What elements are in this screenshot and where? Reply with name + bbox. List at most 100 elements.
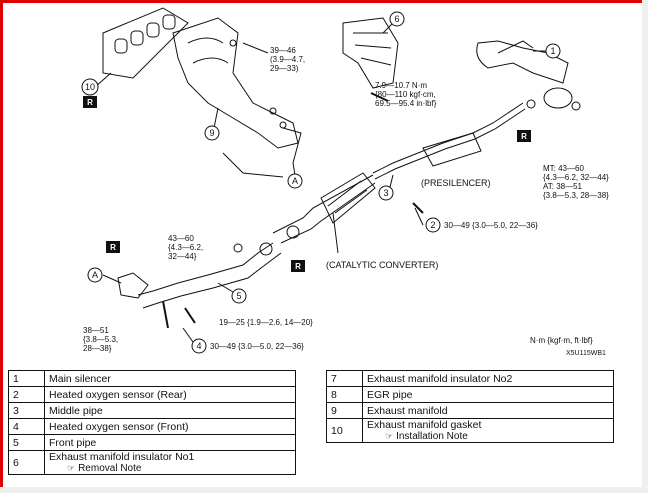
callout-6: 6 [389,11,405,27]
svg-text:2: 2 [430,220,435,230]
procedure-note-link[interactable]: ☞Removal Note [49,463,291,474]
part-name: Middle pipe [44,402,296,419]
part-name-text: Exhaust manifold gasket [367,419,482,431]
figure-code: X5U115WB1 [566,350,606,357]
svg-text:1: 1 [550,46,555,56]
flange-a [117,272,149,299]
svg-text:10: 10 [85,82,95,92]
pointing-hand-icon: ☞ [67,463,76,473]
part-name: Exhaust manifold [362,402,614,419]
part-name-text: Exhaust manifold insulator No1 [49,451,195,463]
torque-line: {3.8—5.3, 28—38} [543,191,609,200]
replace-mark-silencer: R [517,130,531,142]
manifold-insulator-1 [342,17,399,89]
marker-a-top: A [287,173,303,189]
torque-line: 32—44} [168,252,197,261]
marker-a-bottom: A [87,267,103,283]
front-pipe [137,225,300,309]
callout-3: 3 [378,185,394,201]
torque-line: 43—60 [168,234,194,243]
callout-4: 4 [191,338,207,354]
svg-text:A: A [292,176,298,186]
torque-line: 7.9—10.7 N·m [375,81,427,90]
part-name-text: Main silencer [49,372,111,385]
table-row: 2 Heated oxygen sensor (Rear) [8,386,296,403]
svg-text:R: R [295,262,301,271]
part-number: 9 [326,402,363,419]
replace-mark-front: R [106,241,120,253]
part-name: Heated oxygen sensor (Rear) [44,386,296,403]
part-name-text: Exhaust manifold insulator No2 [367,372,513,385]
units-label: N·m {kgf·m, ft·lbf} [530,336,593,345]
part-name: Exhaust manifold insulator No2 [362,370,614,387]
table-row: 3 Middle pipe [8,402,296,419]
horizontal-scrollbar[interactable] [0,487,648,493]
part-number: 8 [326,386,363,403]
part-number: 1 [8,370,45,387]
parts-table-left: 1 Main silencer 2 Heated oxygen sensor (Rea… [8,370,296,475]
exhaust-system-diagram: 1 2 3 4 5 6 9 10 A A R R [81,7,609,357]
torque-muffler: MT: 43—60{4.3—6.2, 32—44}AT: 38—51{3.8—5… [543,164,609,200]
part-number: 4 [8,418,45,435]
torque-front-nut: 43—60{4.3—6.2,32—44} [168,234,203,261]
torque-line: {4.3—6.2, [168,243,203,252]
torque-line: 38—51 [83,326,109,335]
part-name: Heated oxygen sensor (Front) [44,418,296,435]
presilencer-label: (PRESILENCER) [421,178,491,188]
vertical-scrollbar[interactable] [642,0,648,493]
torque-line: MT: 43—60 [543,164,584,173]
replace-mark-gasket: R [83,96,97,108]
torque-line: (3.9—4.7, [270,55,305,64]
part-number: 5 [8,434,45,451]
part-name-text: Front pipe [49,436,97,449]
part-name: EGR pipe [362,386,614,403]
torque-line: 69.5—95.4 in·lbf} [375,99,437,108]
torque-sensor-rear: 30—49 {3.0—5.0, 22—36} [444,221,538,230]
torque-line: 29—33) [270,64,299,73]
part-name-text: Heated oxygen sensor (Rear) [49,388,187,401]
replace-mark-catalytic: R [291,260,305,272]
note-text: Installation Note [396,431,468,442]
svg-text:4: 4 [196,341,201,351]
torque-front-bolt: 38—51{3.8—5.3,28—38} [83,326,118,353]
procedure-note-link[interactable]: ☞Installation Note [367,431,609,442]
callout-2: 2 [425,217,441,233]
torque-sensor-front: 30—49 {3.0—5.0, 22—36} [210,342,304,351]
table-row: 1 Main silencer [8,370,296,387]
torque-manifold: 39—46(3.9—4.7,29—33) [270,46,305,73]
torque-line: 39—46 [270,46,296,55]
part-number: 10 [326,418,363,443]
svg-text:3: 3 [383,188,388,198]
svg-text:R: R [521,132,527,141]
torque-line: 28—38} [83,344,112,353]
part-number: 3 [8,402,45,419]
svg-text:R: R [87,98,93,107]
catalytic-label: (CATALYTIC CONVERTER) [326,260,438,270]
svg-text:A: A [92,270,98,280]
note-text: Removal Note [78,463,142,474]
pointing-hand-icon: ☞ [385,431,394,441]
torque-line: {80—110 kgf·cm, [375,90,436,99]
callout-9: 9 [204,125,220,141]
torque-line: AT: 38—51 [543,182,583,191]
main-silencer [476,40,581,111]
svg-text:6: 6 [394,14,399,24]
part-number: 2 [8,386,45,403]
catalytic-converter [272,172,376,244]
table-row: 5 Front pipe [8,434,296,451]
torque-egr: 7.9—10.7 N·m{80—110 kgf·cm,69.5—95.4 in·… [375,81,437,108]
part-name: Exhaust manifold insulator No1☞Removal N… [44,450,296,475]
part-name: Main silencer [44,370,296,387]
callout-5: 5 [231,288,247,304]
callout-1: 1 [545,43,561,59]
svg-text:5: 5 [236,291,241,301]
part-number: 7 [326,370,363,387]
part-name-text: Middle pipe [49,404,103,417]
manifold-gasket [102,7,189,79]
part-name: Exhaust manifold gasket☞Installation Not… [362,418,614,443]
